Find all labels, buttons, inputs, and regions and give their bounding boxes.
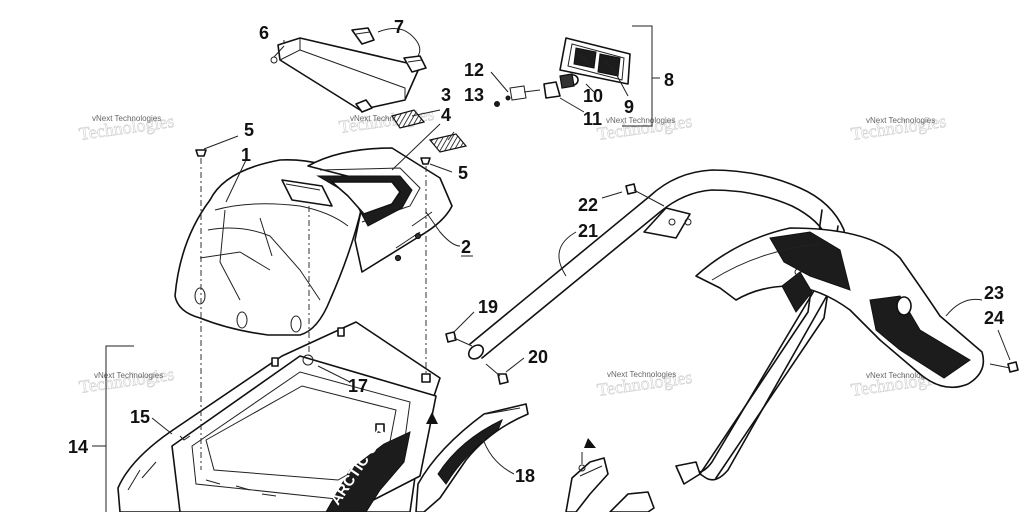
part-2-seat-rear	[307, 147, 453, 273]
part-12-13-fasteners	[490, 71, 527, 107]
part-23-24-leader	[945, 298, 1011, 361]
svg-text:vNext Technologies: vNext Technologies	[607, 370, 676, 379]
callout-7: 7	[394, 17, 404, 37]
callout-5-left: 5	[244, 120, 254, 140]
part-10-bulb	[559, 73, 579, 89]
direction-arrows	[426, 412, 596, 448]
watermark: Technologies vNext Technologies	[595, 111, 693, 145]
misc-leaders	[225, 40, 461, 247]
svg-text:vNext Technologies: vNext Technologies	[606, 116, 675, 125]
part-8-bracket	[559, 25, 660, 127]
part-22-bolt	[601, 183, 665, 207]
part-11-socket	[523, 81, 561, 99]
watermark: Technologies vNext Technologies	[77, 111, 175, 145]
svg-text:vNext Technologies: vNext Technologies	[92, 114, 161, 123]
lower-bracket	[565, 452, 655, 513]
part-8-taillight	[559, 37, 631, 85]
svg-text:vNext Technologies: vNext Technologies	[350, 114, 419, 123]
callout-5-right: 5	[458, 163, 468, 183]
callout-8: 8	[664, 70, 674, 90]
part-1-seat	[174, 159, 363, 336]
part-4-decal	[428, 133, 468, 153]
callout-2: 2	[461, 237, 471, 257]
part-24-bolt	[989, 361, 1019, 373]
part-5-screw-right	[420, 157, 453, 173]
part-6-plate	[270, 37, 421, 113]
callouts: 1 2 3 4 5 5 6 7 8 9 10 11 12 13 14 15 17…	[68, 17, 1004, 486]
part-18-side-panel	[415, 403, 529, 513]
part-21-leader	[558, 231, 577, 277]
svg-text:vNext Technologies: vNext Technologies	[866, 371, 935, 380]
callout-15: 15	[130, 407, 150, 427]
callout-18: 18	[515, 466, 535, 486]
part-7-clips	[351, 27, 427, 73]
callout-12: 12	[464, 60, 484, 80]
part-23-rear-guard	[695, 227, 985, 389]
callout-22: 22	[578, 195, 598, 215]
svg-text:vNext Technologies: vNext Technologies	[94, 371, 163, 380]
callout-21: 21	[578, 221, 598, 241]
callout-11: 11	[583, 109, 602, 129]
callout-14: 14	[68, 437, 88, 457]
callout-23: 23	[984, 283, 1004, 303]
callout-1: 1	[241, 145, 251, 165]
callout-17: 17	[348, 376, 368, 396]
callout-13: 13	[464, 85, 484, 105]
svg-text:vNext Technologies: vNext Technologies	[866, 116, 935, 125]
callout-6: 6	[259, 23, 269, 43]
part-14-bracket	[92, 345, 351, 512]
alignment-lines	[200, 158, 427, 470]
part-15-rear-body: ARCTIC CAT	[117, 321, 441, 513]
watermark: Technologies vNext Technologies	[849, 111, 947, 145]
callout-3: 3	[441, 85, 451, 105]
part-20-nut	[485, 357, 525, 385]
callout-9: 9	[624, 97, 634, 117]
watermark: Technologies vNext Technologies	[77, 364, 176, 398]
callout-10: 10	[583, 86, 603, 106]
part-5-screw-left	[195, 135, 239, 157]
callout-20: 20	[528, 347, 548, 367]
part-19-bolt	[445, 311, 475, 347]
callout-24: 24	[984, 308, 1004, 328]
callout-19: 19	[478, 297, 498, 317]
callout-4: 4	[441, 105, 451, 125]
part-3-decal	[391, 109, 426, 129]
part-21-grab-bar	[467, 169, 847, 485]
watermark: Technologies vNext Technologies	[595, 367, 693, 401]
svg-text:Technologies: Technologies	[78, 364, 176, 397]
